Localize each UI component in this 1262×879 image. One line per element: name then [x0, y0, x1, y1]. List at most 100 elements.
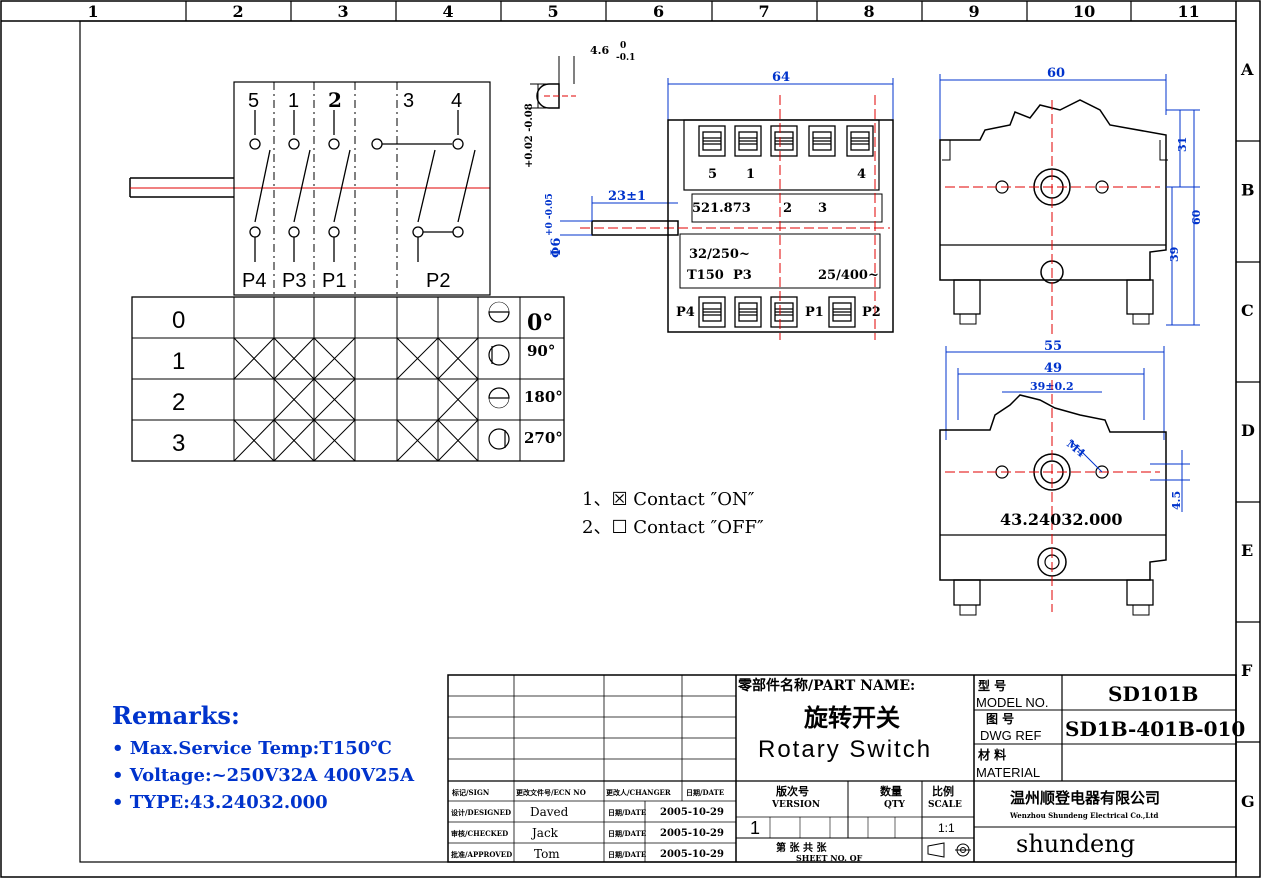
width-64-dim: 64 [772, 70, 790, 85]
pole-p3-label: P3 [282, 270, 306, 292]
front-terminal-4: 4 [857, 167, 866, 182]
dia-tol-text: +0.02 -0.08 [524, 103, 535, 168]
dwg-label-cn: 图 号 [986, 711, 1014, 726]
column-label: 5 [548, 2, 559, 21]
column-label: 9 [969, 2, 980, 21]
angle-label: 0° [527, 310, 553, 336]
checker-name: Jack [530, 826, 559, 840]
contact-on-cell [233, 337, 275, 380]
contact-schematic: 5 1 2 3 4 P4 P3 P1 P2 [129, 81, 491, 296]
dim-4-5: 4.5 [1170, 491, 1183, 510]
remark-item: • Voltage:~250V32A 400V25A [112, 765, 415, 786]
position-label: 3 [172, 430, 185, 457]
part-name-cn: 旋转开关 [803, 703, 900, 732]
contact-on-cell [273, 419, 315, 462]
column-label: 10 [1073, 2, 1095, 21]
contact-on-cell [437, 419, 479, 462]
temp-mark: T150 [687, 268, 724, 283]
sheet-label-cn: 第 张 共 张 [776, 841, 827, 854]
company-brand: shundeng [1016, 830, 1135, 858]
flat-tol-low: -0.1 [616, 53, 635, 63]
angle-label: 270° [524, 429, 563, 447]
angle-label: 180° [524, 388, 563, 406]
dim-31: 31 [1176, 137, 1189, 152]
screw-terminal-icon [828, 296, 856, 328]
position-label: 2 [172, 389, 185, 416]
dim-55: 55 [1044, 339, 1062, 354]
date-label: 日期/DATE [608, 808, 646, 817]
angle-label: 90° [527, 342, 555, 360]
screw-terminal-icon [770, 125, 798, 157]
contact-on-cell [233, 419, 275, 462]
screw-terminal-icon [698, 125, 726, 157]
side-view: 60 31 60 39 [939, 66, 1203, 335]
company-name-cn: 温州顺登电器有限公司 [1010, 789, 1160, 807]
flat-tol-up: 0 [620, 41, 626, 51]
checked-label: 审核/CHECKED [451, 829, 508, 838]
sheet-label-en: SHEET NO. OF [796, 853, 863, 863]
column-label: 4 [443, 2, 454, 21]
m4-thread-label: M4 [1064, 437, 1088, 460]
position-label: 0 [172, 307, 185, 334]
model-label-en: MODEL NO. [976, 695, 1048, 710]
dim-49: 49 [1044, 361, 1062, 376]
front-terminal-1: 1 [746, 167, 755, 182]
date-value: 2005-10-29 [660, 849, 724, 860]
dwg-number: SD1B-401B-010 [1065, 717, 1245, 741]
material-label-en: MATERIAL [976, 765, 1040, 780]
remarks-title: Remarks: [112, 701, 240, 730]
contact-on-cell [437, 378, 479, 421]
front-pole-p2: P2 [862, 305, 881, 320]
version-label-cn: 版次号 [776, 784, 809, 798]
remark-item: • TYPE:43.24032.000 [112, 792, 328, 813]
column-label: 2 [233, 2, 244, 21]
side-width-dim: 60 [1047, 66, 1065, 81]
version-value: 1 [750, 818, 760, 838]
contact-on-cell [396, 419, 439, 462]
flat-dim-text: 4.6 [590, 44, 609, 57]
type-number-label: 43.24032.000 [1000, 510, 1122, 529]
scale-label-en: SCALE [928, 800, 962, 810]
pole-p4-label: P4 [242, 270, 266, 292]
contact-on-cell [273, 378, 315, 421]
column-label: 11 [1178, 2, 1200, 21]
screw-terminal-icon [770, 296, 798, 328]
position-label: 1 [172, 348, 185, 375]
contact-on-cell [437, 337, 479, 380]
dwg-label-en: DWG REF [980, 728, 1041, 743]
screw-terminal-icon [734, 296, 762, 328]
screw-terminal-icon [698, 296, 726, 328]
knob-180-icon [488, 387, 510, 409]
front-pole-p1: P1 [805, 305, 824, 320]
remark-item: • Max.Service Temp:T150℃ [112, 738, 392, 759]
contact-on-cell [396, 337, 439, 380]
terminal-3-label: 3 [403, 90, 414, 112]
designer-name: Daved [530, 805, 569, 819]
row-label: B [1241, 181, 1255, 200]
date-label: 日期/DATE [608, 829, 646, 838]
sign-header: 标记/SIGN [451, 788, 490, 797]
rating-400: 25/400~ [818, 268, 879, 283]
ecn-header: 更改文件号/ECN NO [516, 788, 586, 797]
date-value: 2005-10-29 [660, 828, 724, 839]
column-label: 3 [338, 2, 349, 21]
front-view: 64 5 1 4 521.873 2 3 32/250~ 25/400~ T15… [667, 70, 894, 340]
title-block [447, 674, 1237, 863]
company-name-en: Wenzhou Shundeng Electrical Co.,Ltd [1009, 811, 1159, 820]
shaft-length-dim: 23±1 [608, 189, 646, 204]
row-label: A [1240, 60, 1254, 79]
row-label: F [1241, 661, 1253, 680]
mounting-view: 55 49 39±0.2 M4 4.5 43.24032.000 [939, 339, 1190, 616]
legend-on: 1、☒ Contact ″ON″ [582, 489, 755, 510]
positions-table: 0 1 2 3 0° 90° 180° 270° [131, 296, 565, 462]
screw-terminal-icon [846, 125, 874, 157]
changer-header: 更改人/CHANGER [606, 788, 671, 797]
terminal-5-label: 5 [248, 90, 259, 112]
designed-label: 设计/DESIGNED [451, 808, 511, 817]
approver-name: Tom [534, 847, 560, 861]
pole-p2-label: P2 [426, 270, 450, 292]
row-label: G [1241, 792, 1255, 811]
pole-p1-label: P1 [322, 270, 346, 292]
rating-250: 32/250~ [689, 247, 750, 262]
front-terminal-2: 2 [783, 201, 792, 216]
